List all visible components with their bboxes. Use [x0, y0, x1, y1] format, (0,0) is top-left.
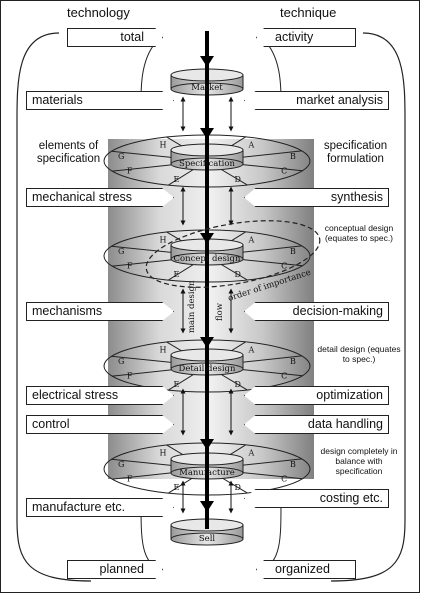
sector-letter-B: B	[290, 247, 296, 256]
sector-letter-D: D	[234, 270, 240, 279]
box-mechanisms: mechanisms	[26, 302, 174, 321]
label-elements-of-specification: elements of specification	[36, 140, 101, 165]
sector-letter-G: G	[118, 247, 124, 256]
sector-letter-F: F	[127, 475, 133, 484]
box-organized: organized	[256, 560, 356, 579]
central-arrow-head-3	[200, 233, 214, 244]
stage-detail-design: Detail design	[179, 364, 236, 374]
sector-letter-E: E	[174, 380, 180, 389]
sector-letter-F: F	[127, 372, 133, 381]
sector-letter-E: E	[174, 483, 180, 492]
conceptual-dashed-ellipse	[145, 220, 321, 288]
sector-letter-G: G	[118, 357, 124, 366]
sector-letter-C: C	[281, 475, 287, 484]
box-decision-making: decision-making	[244, 302, 389, 321]
central-arrow-head-4	[200, 337, 214, 348]
sector-letter-D: D	[234, 175, 240, 184]
stage-market: Market	[191, 83, 223, 93]
box-planned: planned	[67, 560, 163, 579]
sector-letter-H: H	[160, 141, 167, 150]
box-electrical-stress: electrical stress	[26, 386, 174, 405]
label-design-balance-note: design completely in balance with specif…	[320, 446, 398, 476]
sector-letter-F: F	[127, 262, 133, 271]
box-data-handling: data handling	[244, 415, 389, 434]
label-specification-formulation: specification formulation	[323, 140, 388, 165]
sector-letter-A: A	[248, 346, 255, 355]
stage-specification: Specification	[179, 159, 236, 169]
box-market-analysis: market analysis	[244, 91, 389, 110]
sector-letter-B: B	[290, 357, 296, 366]
sector-letter-D: D	[234, 380, 240, 389]
sector-letter-E: E	[174, 175, 180, 184]
box-synthesis: synthesis	[244, 188, 389, 207]
box-manufacture-etc: manufacture etc.	[26, 498, 174, 517]
central-arrow-head-2	[200, 128, 214, 139]
sector-letter-B: B	[290, 460, 296, 469]
sector-letter-C: C	[281, 372, 287, 381]
central-arrow-head-5	[200, 439, 214, 450]
box-optimization: optimization	[244, 386, 389, 405]
sector-letter-D: D	[234, 483, 240, 492]
box-control: control	[26, 415, 174, 434]
sector-letter-F: F	[127, 167, 133, 176]
sector-letter-G: G	[118, 460, 124, 469]
label-detail-design-note: detail design (equates to spec.)	[317, 344, 401, 364]
sector-letter-G: G	[118, 152, 124, 161]
central-arrow-head-6	[200, 501, 214, 512]
stage-sell: Sell	[199, 534, 216, 544]
sector-letter-C: C	[281, 262, 287, 271]
sector-letter-H: H	[160, 449, 167, 458]
disk-bottom-sell	[170, 532, 244, 546]
main-design-label: main design	[187, 280, 197, 333]
sector-letter-A: A	[248, 236, 255, 245]
central-arrow-head-1	[200, 56, 214, 67]
sector-letter-A: A	[248, 141, 255, 150]
left-outer-curve	[16, 32, 92, 582]
sector-letter-B: B	[290, 152, 296, 161]
box-total: total	[67, 28, 163, 47]
label-conceptual-design-note: conceptual design (equates to spec.)	[324, 223, 394, 243]
header-technique: technique	[280, 5, 337, 20]
sector-letter-H: H	[160, 236, 167, 245]
box-activity: activity	[256, 28, 356, 47]
sector-letter-A: A	[248, 449, 255, 458]
box-materials: materials	[26, 91, 174, 110]
header-technology: technology	[67, 5, 130, 20]
sector-letter-C: C	[281, 167, 287, 176]
stage-concept-design: Concept design	[174, 254, 241, 264]
stage-manufacture: Manufacture	[179, 468, 235, 478]
flow-label: flow	[215, 302, 225, 321]
sector-letter-H: H	[160, 346, 167, 355]
box-mechanical-stress: mechanical stress	[26, 188, 174, 207]
box-costing-etc: costing etc.	[244, 489, 389, 508]
sector-letter-E: E	[174, 270, 180, 279]
right-outer-curve	[330, 32, 406, 582]
